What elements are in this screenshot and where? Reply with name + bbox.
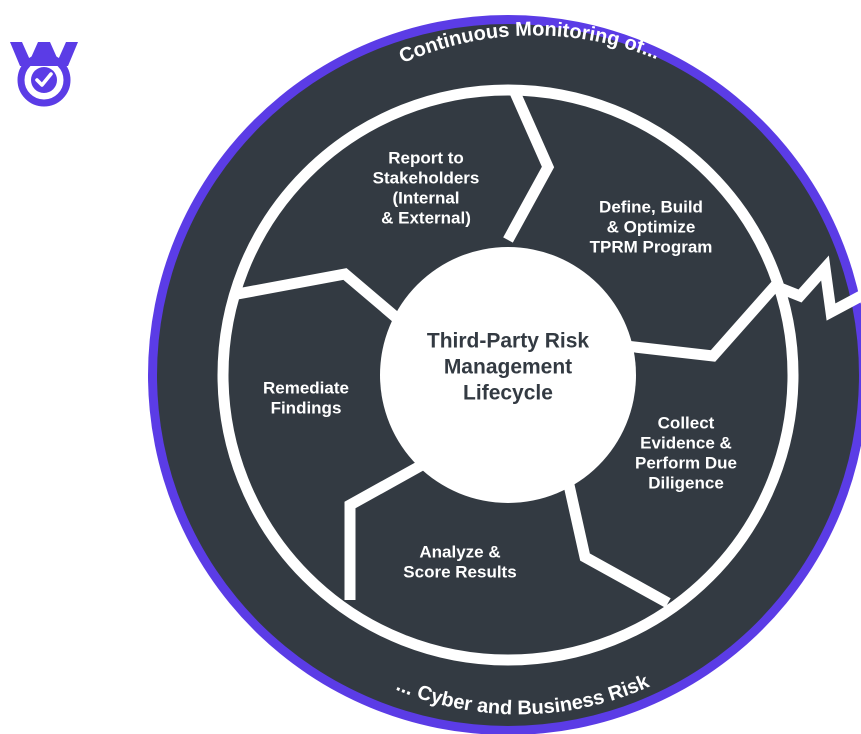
medal-check-icon <box>10 42 78 107</box>
stage-separators <box>230 85 861 608</box>
stage-define-build-optimize-line: & Optimize <box>607 217 696 236</box>
stage-report-to-stakeholders-line: (Internal <box>392 188 459 207</box>
stage-collect-evidence-line: Collect <box>658 413 715 432</box>
stage-report-to-stakeholders-line: Report to <box>388 148 464 167</box>
stage-analyze-score-line: Analyze & <box>419 542 500 561</box>
stage-define-build-optimize-line: TPRM Program <box>590 237 713 256</box>
stage-collect-evidence-line: Diligence <box>648 473 724 492</box>
stage-analyze-score-line: Score Results <box>403 562 516 581</box>
separator-remediate-report <box>230 268 409 330</box>
stage-define-build-optimize-line: Define, Build <box>599 197 703 216</box>
center-title-line: Third-Party Risk <box>427 330 590 353</box>
separator-report-define <box>503 85 555 243</box>
stage-collect-evidence-line: Evidence & <box>640 433 732 452</box>
stage-remediate-findings-line: Findings <box>271 398 342 417</box>
stage-report-to-stakeholders-line: Stakeholders <box>373 168 480 187</box>
separator-define-collect <box>599 255 861 362</box>
stage-collect-evidence-line: Perform Due <box>635 453 737 472</box>
inner-ring-separator <box>217 84 799 666</box>
center-title-line: Management <box>444 356 572 379</box>
stage-report-to-stakeholders-line: & External) <box>381 208 471 227</box>
stage-remediate-findings-line: Remediate <box>263 378 349 397</box>
separator-collect-analyze <box>559 465 671 608</box>
separator-analyze-remediate <box>344 450 443 600</box>
stage-analyze-score: Analyze &Score Results <box>403 542 516 581</box>
center-title-line: Lifecycle <box>463 382 553 405</box>
center-circle <box>380 247 636 503</box>
